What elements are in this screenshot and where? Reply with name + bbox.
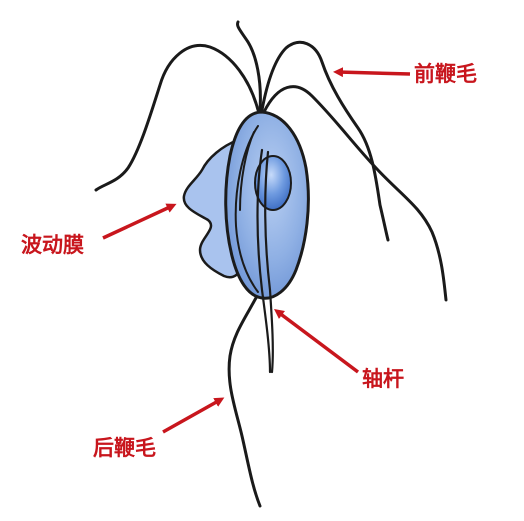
axostyle-shape [256,148,274,374]
membrane-edge-lines [234,125,259,293]
label-axostyle: 轴杆 [362,367,404,391]
posterior-flagellum [227,284,264,508]
arrow-anterior-flagella [333,67,411,78]
anterior-flagella [94,20,448,302]
label-undulating-membrane: 波动膜 [21,233,84,257]
arrow-posterior-flagellum [162,397,225,434]
arrow-undulating-membrane [102,203,177,240]
arrow-axostyle [274,309,360,374]
label-anterior-flagella: 前鞭毛 [414,62,477,86]
nucleus [254,155,292,211]
label-posterior-flagellum: 后鞭毛 [93,436,156,460]
